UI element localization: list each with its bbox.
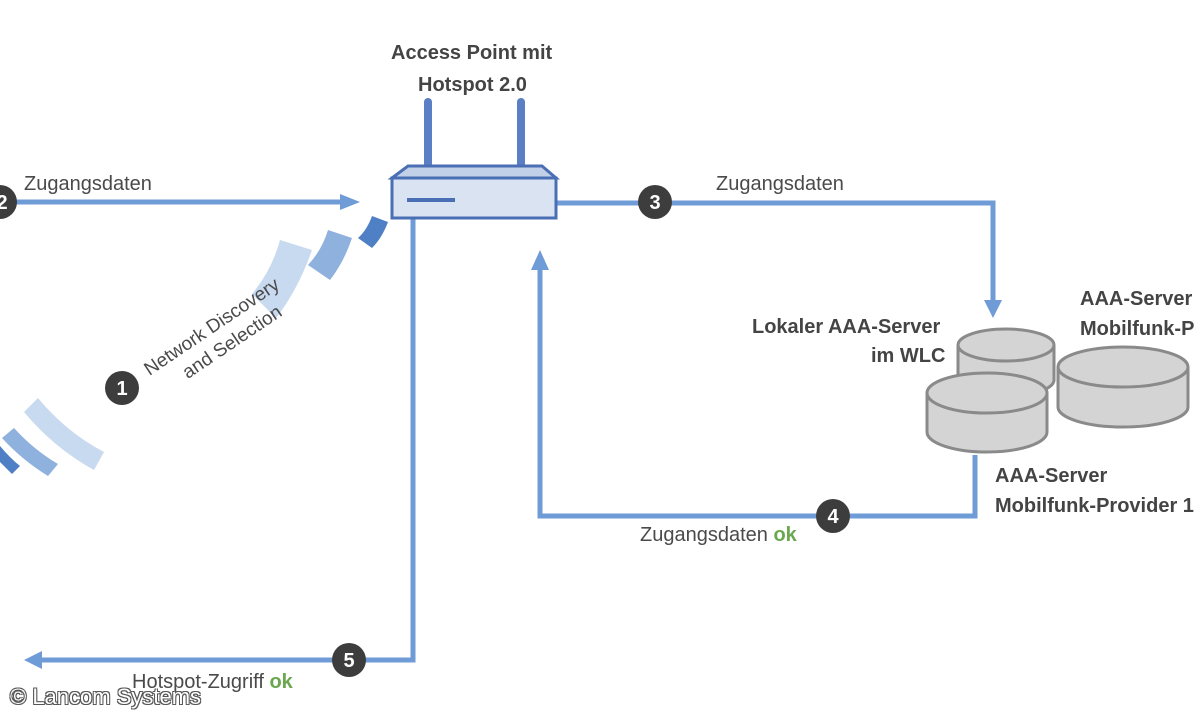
server-local-line2: im WLC bbox=[871, 345, 946, 367]
line-step3 bbox=[555, 200, 996, 300]
label-zugangsdaten-step3: Zugangsdaten bbox=[716, 173, 844, 195]
server-provider2-line2: Mobilfunk-P bbox=[1080, 318, 1195, 340]
server-provider1-icon bbox=[925, 371, 1049, 454]
label-zugangsdaten-ok: Zugangsdaten ok bbox=[640, 524, 797, 547]
server-provider1-line2: Mobilfunk-Provider 1 bbox=[995, 495, 1194, 517]
step-circle-1 bbox=[105, 371, 139, 405]
label-ok-step5: ok bbox=[269, 671, 293, 693]
step-circles bbox=[0, 185, 850, 677]
step-circle-3 bbox=[638, 185, 672, 219]
servers bbox=[925, 327, 1190, 454]
arrow-step2 bbox=[340, 194, 360, 210]
signal-waves-device-icon bbox=[0, 398, 104, 476]
step-number-1: 1 bbox=[116, 378, 127, 400]
step-circle-4 bbox=[816, 499, 850, 533]
arrowheads bbox=[24, 194, 1002, 669]
connection-lines bbox=[0, 199, 996, 663]
label-zugangsdaten-step2: Zugangsdaten bbox=[24, 173, 152, 195]
server-provider1-line1: AAA-Server bbox=[995, 465, 1108, 487]
step-number-2: 2 bbox=[0, 192, 8, 214]
server-local-line1: Lokaler AAA-Server bbox=[752, 316, 941, 338]
arrow-step4 bbox=[531, 250, 549, 270]
copyright-watermark: © Lancom Systems bbox=[10, 684, 202, 709]
access-point-icon bbox=[387, 164, 561, 220]
ap-title-line2: Hotspot 2.0 bbox=[418, 74, 527, 96]
label-hotspot-zugriff: Hotspot-Zugriff ok bbox=[132, 671, 293, 694]
label-hotspot-zugriff-text: Hotspot-Zugriff bbox=[132, 671, 264, 693]
arrow-step5 bbox=[24, 651, 42, 669]
step-circle-5 bbox=[332, 643, 366, 677]
step-number-4: 4 bbox=[827, 506, 839, 528]
line-step5 bbox=[40, 218, 416, 663]
antennas-icon bbox=[424, 98, 525, 172]
line-step4 bbox=[537, 270, 978, 519]
server-provider2-icon bbox=[1056, 345, 1190, 429]
arrow-step3 bbox=[984, 300, 1002, 318]
step-circle-2 bbox=[0, 185, 17, 219]
label-ok-step4: ok bbox=[773, 524, 797, 546]
step-number-3: 3 bbox=[649, 192, 660, 214]
server-provider2-line1: AAA-Server bbox=[1080, 288, 1193, 310]
ap-title-line1: Access Point mit bbox=[391, 42, 553, 64]
step-number-5: 5 bbox=[343, 650, 354, 672]
signal-waves-ap-icon bbox=[252, 216, 388, 318]
label-zugangsdaten-ok-text: Zugangsdaten bbox=[640, 524, 768, 546]
